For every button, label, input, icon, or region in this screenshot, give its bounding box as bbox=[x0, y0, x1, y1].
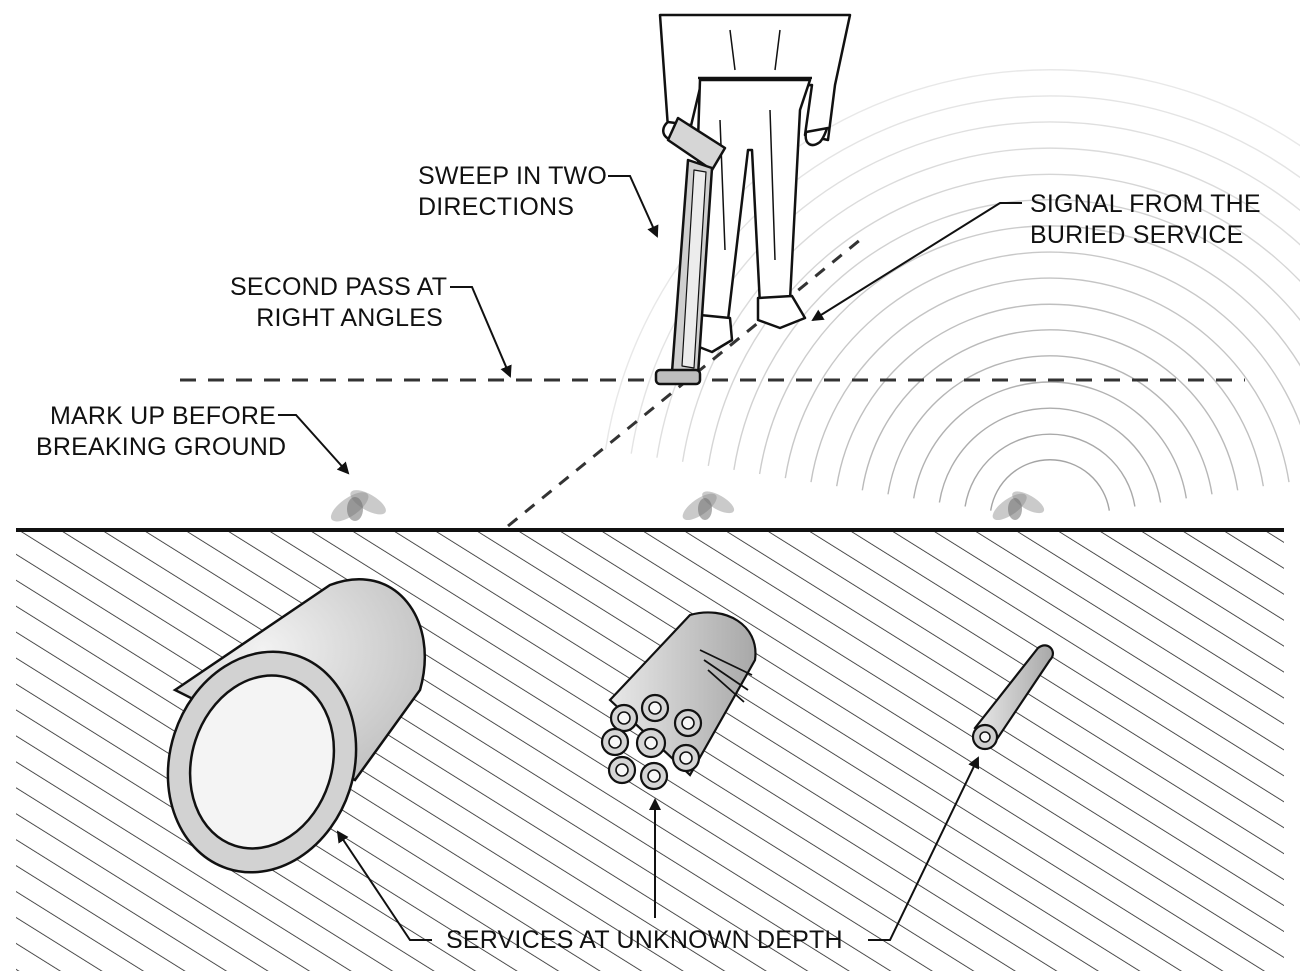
leader-lines bbox=[278, 175, 1022, 941]
small-cable-icon bbox=[971, 644, 1054, 751]
services-leader-right bbox=[868, 756, 980, 941]
paint-marks bbox=[330, 490, 1045, 522]
paint-mark-icon bbox=[682, 491, 735, 521]
cable-locator-icon bbox=[654, 116, 727, 386]
mark-up-label: MARK UP BEFORE BREAKING GROUND bbox=[36, 402, 287, 461]
mark-up-leader bbox=[278, 414, 350, 475]
signal-wave-arc bbox=[758, 225, 1300, 475]
signal-wave-arc bbox=[707, 173, 1300, 467]
signal-wave-arc bbox=[990, 459, 1110, 511]
duct-ends bbox=[600, 693, 703, 791]
second-pass-leader bbox=[450, 286, 512, 378]
signal-wave-arc bbox=[810, 277, 1290, 483]
signal-wave-arc bbox=[964, 433, 1136, 507]
services-leader-left bbox=[336, 830, 432, 941]
signal-wave-arc bbox=[861, 329, 1239, 491]
signal-wave-arc bbox=[887, 355, 1213, 495]
signal-wave-arc bbox=[681, 147, 1300, 462]
signal-wave-arc bbox=[784, 251, 1300, 479]
paint-mark-icon bbox=[330, 490, 386, 522]
sweep-label: SWEEP IN TWO DIRECTIONS bbox=[418, 162, 607, 221]
signal-wave-arc bbox=[938, 407, 1162, 503]
large-pipe-icon bbox=[166, 578, 426, 874]
sweep-leader bbox=[608, 175, 659, 238]
services-label: SERVICES AT UNKNOWN DEPTH bbox=[446, 926, 843, 954]
signal-label: SIGNAL FROM THE BURIED SERVICE bbox=[1030, 190, 1261, 249]
signal-leader bbox=[811, 202, 1022, 322]
signal-wave-arc bbox=[733, 199, 1300, 471]
duct-bundle-icon bbox=[600, 611, 757, 791]
paint-mark-icon bbox=[992, 491, 1045, 521]
second-pass-label: SECOND PASS AT RIGHT ANGLES bbox=[230, 273, 448, 332]
signal-wave-arc bbox=[836, 303, 1264, 487]
signal-wave-arc bbox=[913, 381, 1187, 499]
